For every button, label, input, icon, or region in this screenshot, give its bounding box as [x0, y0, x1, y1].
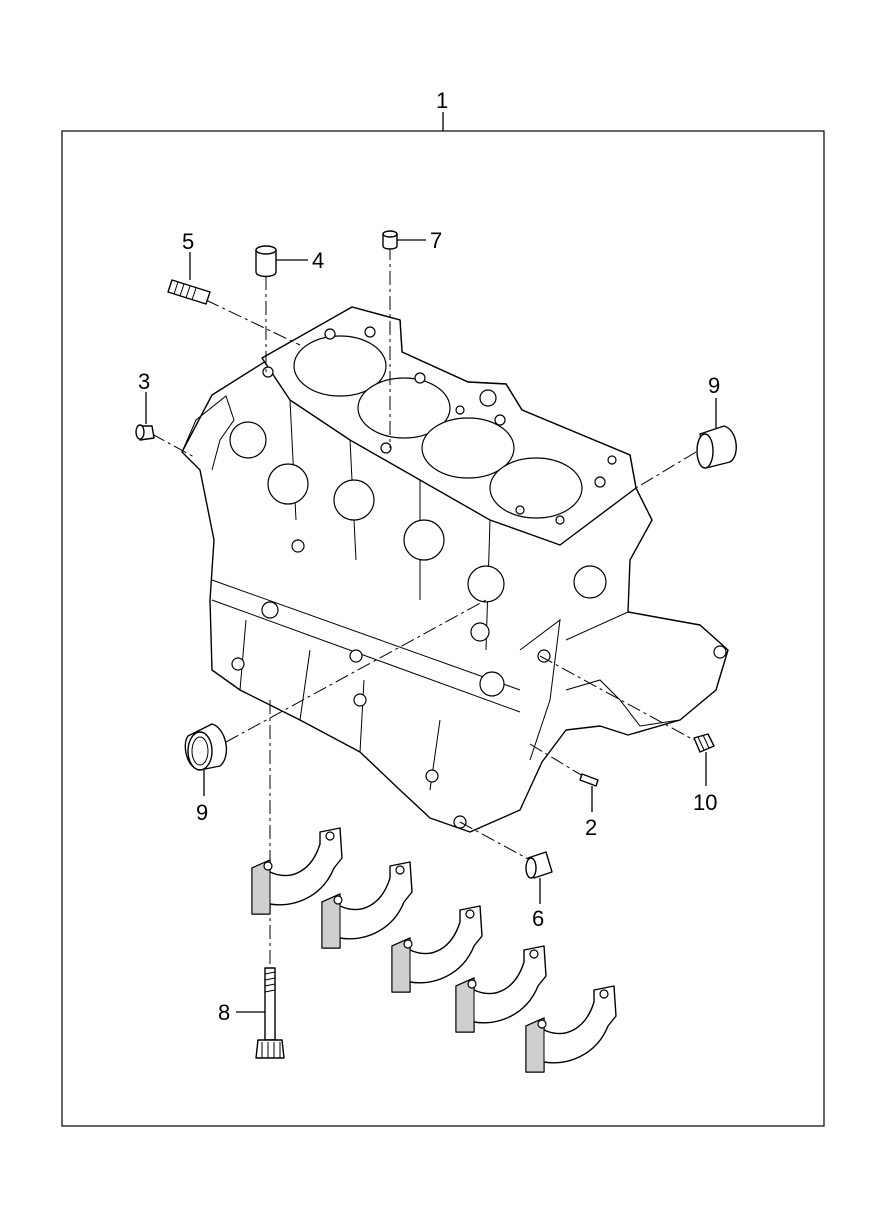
leader-5	[205, 299, 301, 346]
bearing-cap-3	[391, 905, 483, 993]
callout-7: 7	[430, 228, 442, 253]
pin-part-2	[579, 773, 599, 787]
leader-6	[459, 821, 531, 861]
cylinder-bore-3	[421, 417, 515, 479]
callout-2: 2	[585, 815, 597, 840]
callout-10: 10	[693, 790, 717, 815]
leader-3	[151, 433, 197, 459]
expansion-plug-part-9-upper	[696, 425, 737, 469]
callout-1: 1	[436, 88, 448, 113]
callout-9-lower: 9	[196, 800, 208, 825]
cylinder-bore-4	[489, 457, 583, 519]
stud-bolt-part-5	[167, 279, 211, 305]
bearing-cap-2	[321, 861, 413, 949]
sleeve-part-6	[525, 851, 553, 879]
plug-part-3	[135, 424, 155, 441]
cylinder-bore-1	[293, 335, 387, 397]
callout-9-upper: 9	[708, 373, 720, 398]
bearing-cap-4	[455, 945, 547, 1033]
callout-6: 6	[532, 906, 544, 931]
bearing-cap-bolt-part-8	[255, 967, 285, 1059]
leader-10	[539, 655, 695, 741]
callout-4: 4	[312, 248, 324, 273]
seal-ring-part-9-lower	[184, 723, 228, 771]
dowel-part-7	[382, 230, 398, 250]
cylinder-block	[181, 306, 729, 833]
bearing-cap-5	[525, 985, 617, 1073]
callout-5: 5	[182, 229, 194, 254]
leader-9-upper	[635, 451, 697, 489]
drain-plug-part-10	[693, 733, 715, 753]
cylinder-bore-2	[357, 377, 451, 439]
bearing-cap-1	[251, 827, 343, 915]
leader-2	[529, 743, 587, 779]
callout-3: 3	[138, 369, 150, 394]
dowel-sleeve-part-4	[255, 245, 277, 278]
callout-8: 8	[218, 1000, 230, 1025]
